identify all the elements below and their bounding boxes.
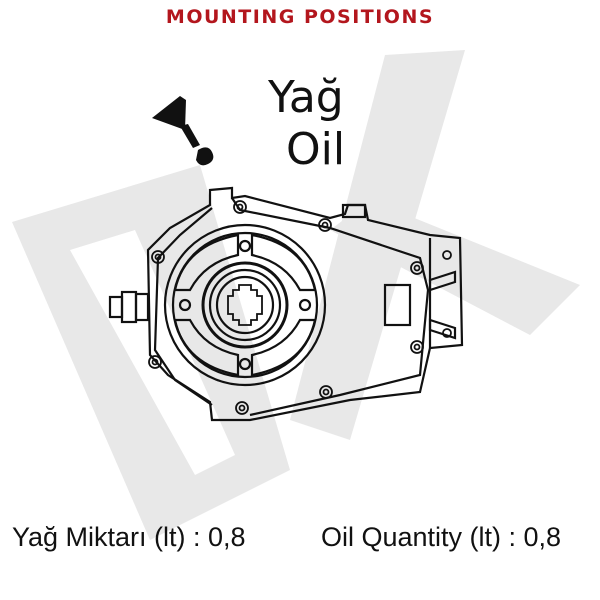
oil-can-icon (152, 96, 214, 166)
bolts (148, 200, 452, 415)
page-title: MOUNTING POSITIONS (165, 6, 435, 28)
oil-label-english: Oil (286, 124, 346, 175)
oil-quantity-caption-turkish: Yağ Miktarı (lt) : 0,8 (12, 522, 246, 552)
oil-quantity-caption-english: Oil Quantity (lt) : 0,8 (321, 522, 562, 552)
oil-label-turkish: Yağ (268, 72, 344, 123)
